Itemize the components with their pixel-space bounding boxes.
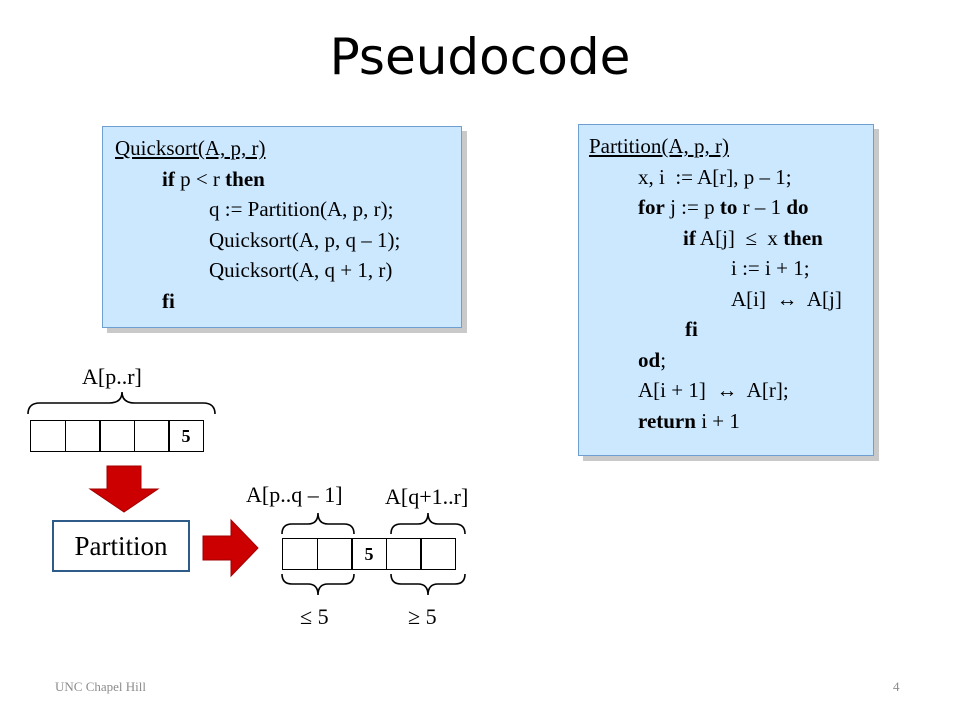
partitioned-array: 5	[282, 538, 456, 570]
array-cell	[316, 538, 353, 570]
pivot-cell: 5	[351, 538, 387, 570]
left-subarray-label: A[p..q – 1]	[246, 482, 343, 507]
array-brace	[27, 391, 216, 415]
footer-institution: UNC Chapel Hill	[55, 679, 146, 694]
input-array: 5	[30, 420, 204, 452]
partition-increment-line: i := i + 1;	[731, 256, 810, 280]
pivot-cell: 5	[168, 420, 204, 452]
quicksort-left-call: Quicksort(A, p, q – 1);	[209, 227, 401, 252]
left-top-brace	[281, 512, 355, 535]
array-cell	[64, 420, 101, 452]
right-bottom-brace	[390, 573, 466, 596]
quicksort-code-box: Quicksort(A, p, r) if p < r then q := Pa…	[102, 126, 462, 328]
quicksort-if-line: if p < r then	[162, 166, 265, 191]
array-cell	[99, 420, 135, 452]
ge-label: ≥ 5	[408, 604, 437, 629]
partition-swap-line: A[i] ↔ A[j]	[731, 286, 842, 311]
left-bottom-brace	[281, 573, 355, 596]
array-cell	[420, 538, 456, 570]
partition-fi-line: fi	[685, 317, 698, 341]
right-top-brace	[390, 512, 466, 535]
quicksort-right-call: Quicksort(A, q + 1, r)	[209, 258, 393, 282]
slide-title: Pseudocode	[329, 28, 631, 86]
partition-init-line: x, i := A[r], p – 1;	[638, 164, 792, 189]
quicksort-partition-call: q := Partition(A, p, r);	[209, 197, 394, 221]
le-label: ≤ 5	[300, 604, 329, 629]
array-cell	[30, 420, 66, 452]
array-cell	[282, 538, 318, 570]
partition-box: Partition	[52, 520, 190, 572]
array-label: A[p..r]	[82, 364, 142, 389]
quicksort-fi-line: fi	[162, 288, 175, 313]
array-cell	[385, 538, 422, 570]
quicksort-header: Quicksort(A, p, r)	[115, 136, 266, 160]
partition-for-line: for j := p to r – 1 do	[638, 195, 809, 219]
partition-return-line: return i + 1	[638, 408, 740, 433]
partition-header: Partition(A, p, r)	[589, 134, 729, 158]
footer-page-number: 4	[893, 679, 900, 694]
down-arrow	[88, 465, 160, 513]
right-arrow	[202, 518, 259, 578]
partition-final-swap-line: A[i + 1] ↔ A[r];	[638, 378, 789, 402]
partition-code-box: Partition(A, p, r) x, i := A[r], p – 1; …	[578, 124, 874, 456]
partition-od-line: od;	[638, 347, 667, 372]
array-cell	[133, 420, 170, 452]
partition-if-line: if A[j] ≤ x then	[683, 225, 823, 250]
right-subarray-label: A[q+1..r]	[385, 484, 469, 509]
